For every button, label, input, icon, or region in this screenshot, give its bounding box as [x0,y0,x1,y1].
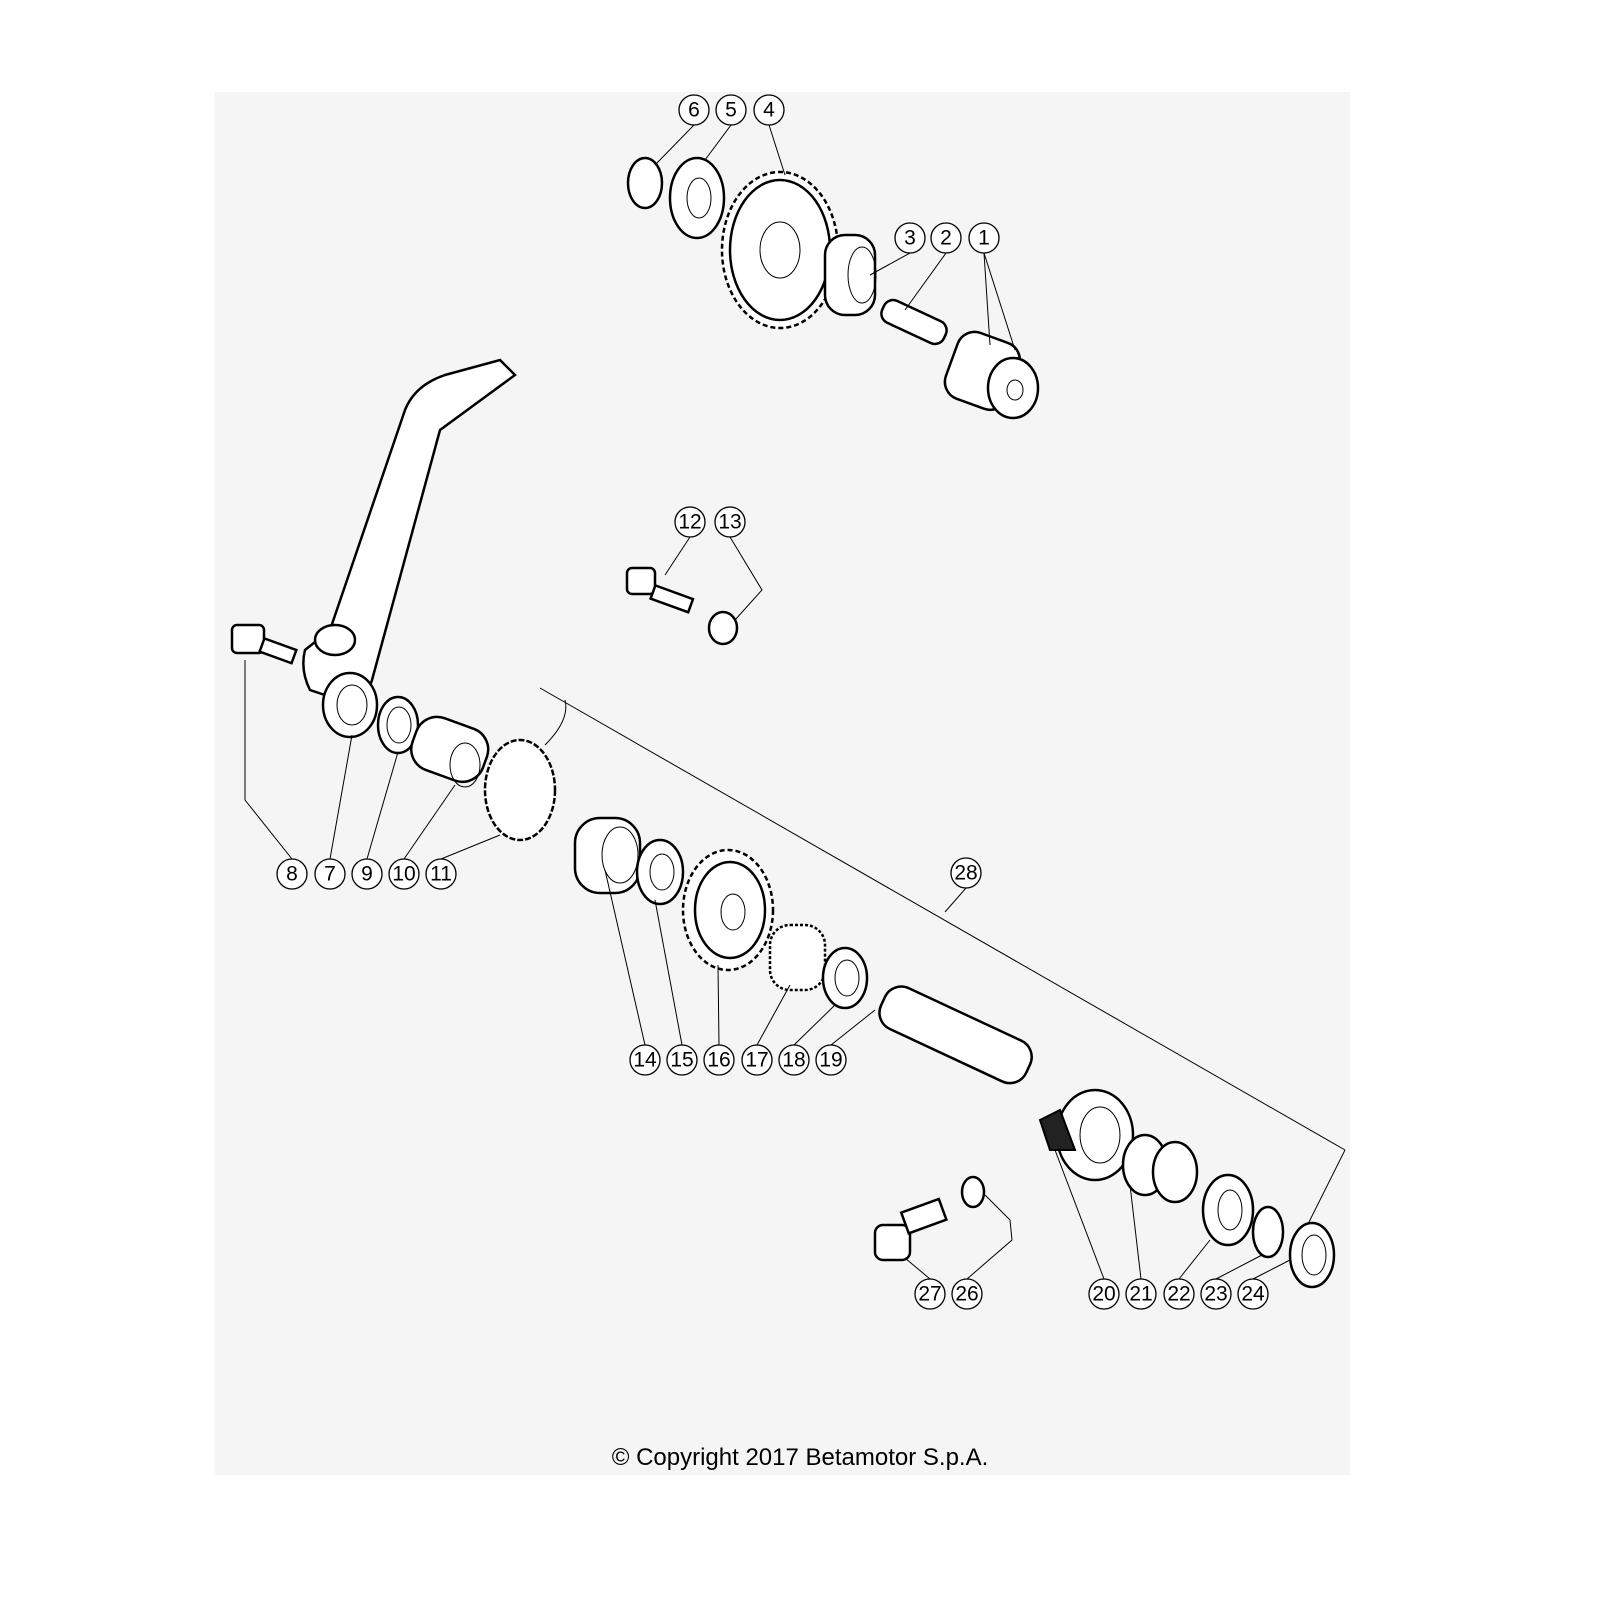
callout-22[interactable]: 22 [1163,1278,1195,1310]
part-shaft-1 [943,330,1040,420]
callout-11[interactable]: 11 [425,858,457,890]
callout-8[interactable]: 8 [276,858,308,890]
callout-label: 4 [763,99,775,122]
callout-23[interactable]: 23 [1200,1278,1232,1310]
part-ratchet-20 [1038,1088,1135,1182]
callout-label: 6 [688,99,700,122]
callout-7[interactable]: 7 [314,858,346,890]
callout-label: 17 [745,1049,768,1072]
callout-label: 11 [430,863,452,886]
callout-24[interactable]: 24 [1237,1278,1269,1310]
callout-21[interactable]: 21 [1125,1278,1157,1310]
part-washer-24 [1288,1221,1336,1289]
part-washer-15 [635,838,685,906]
part-bush-10 [410,715,490,788]
callout-15[interactable]: 15 [666,1044,698,1076]
callout-16[interactable]: 16 [703,1044,735,1076]
callout-label: 18 [782,1049,805,1072]
copyright-notice: © Copyright 2017 Betamotor S.p.A. [611,1444,989,1471]
callout-19[interactable]: 19 [815,1044,847,1076]
part-washer-5 [668,156,726,240]
part-spring-21 [1121,1133,1199,1204]
part-nut-13 [707,610,739,646]
callout-label: 8 [286,863,298,886]
callout-label: 7 [324,863,336,886]
part-gear-16 [681,848,775,972]
part-bearing-17 [768,923,827,992]
callout-5[interactable]: 5 [715,94,747,126]
part-bolt-12 [625,566,695,614]
callout-13[interactable]: 13 [714,506,746,538]
part-washer-26 [960,1175,986,1209]
callout-label: 23 [1204,1283,1227,1306]
part-spring-11 [483,699,567,842]
callout-3[interactable]: 3 [894,222,926,254]
callout-28[interactable]: 28 [950,857,982,889]
part-kick-lever-7 [302,358,517,739]
part-shaft-19 [878,985,1033,1085]
callout-27[interactable]: 27 [914,1278,946,1310]
callout-label: 5 [725,99,737,122]
callout-9[interactable]: 9 [351,858,383,890]
part-gear-4 [720,170,840,330]
part-bolt-8 [230,623,298,665]
callout-17[interactable]: 17 [741,1044,773,1076]
callout-label: 16 [707,1049,730,1072]
callout-label: 26 [955,1283,978,1306]
part-circlip-23 [1251,1205,1285,1259]
callout-label: 13 [718,511,741,534]
callout-2[interactable]: 2 [930,222,962,254]
callout-label: 2 [940,227,952,250]
callout-label: 1 [978,227,990,250]
callout-20[interactable]: 20 [1088,1278,1120,1310]
part-circlip-6 [626,156,664,210]
callout-4[interactable]: 4 [753,94,785,126]
leader-lines [244,124,1291,1280]
callout-label: 28 [954,862,977,885]
callout-14[interactable]: 14 [629,1044,661,1076]
part-washer-22 [1201,1173,1255,1247]
callout-label: 22 [1167,1283,1190,1306]
callout-label: 9 [361,863,373,886]
callout-label: 10 [392,863,415,886]
part-bolt-27 [873,1197,948,1262]
callout-label: 24 [1241,1283,1265,1306]
callout-18[interactable]: 18 [778,1044,810,1076]
callout-label: 19 [819,1049,842,1072]
part-washer-18 [821,946,869,1010]
callout-10[interactable]: 10 [388,858,420,890]
callout-label: 27 [918,1283,941,1306]
callout-6[interactable]: 6 [678,94,710,126]
callout-label: 20 [1092,1283,1115,1306]
callout-label: 21 [1129,1283,1152,1306]
callout-label: 12 [678,511,701,534]
part-pin-2 [880,298,948,346]
callout-26[interactable]: 26 [951,1278,983,1310]
callout-label: 15 [670,1049,693,1072]
part-bearing-3 [823,233,877,317]
callout-12[interactable]: 12 [674,506,706,538]
callout-1[interactable]: 1 [968,222,1000,254]
callout-label: 14 [633,1049,657,1072]
callout-label: 3 [904,227,916,250]
